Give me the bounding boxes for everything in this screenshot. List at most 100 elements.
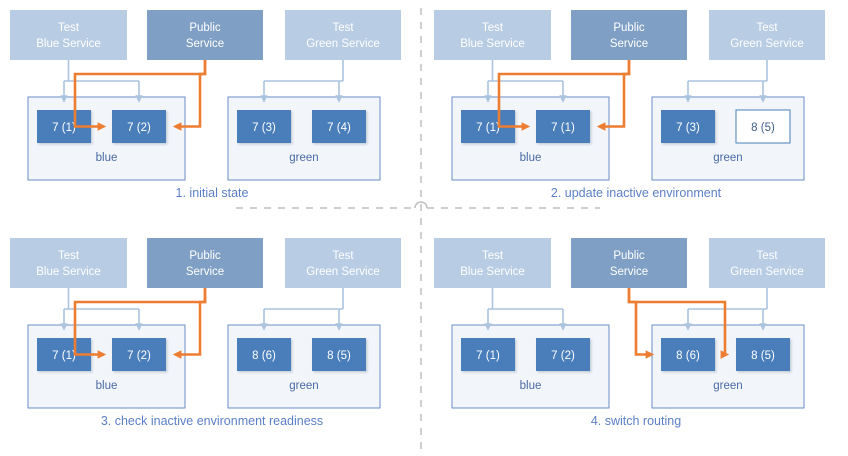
environment-label: blue bbox=[520, 152, 542, 164]
instance-box[interactable]: 7 (1) bbox=[461, 338, 515, 371]
instance-rect[interactable] bbox=[661, 110, 715, 143]
instance-rect[interactable] bbox=[735, 109, 791, 144]
panel-caption: 1. initial state bbox=[176, 186, 249, 200]
service-label-line: Public bbox=[613, 22, 645, 34]
service-label-line: Test bbox=[482, 250, 504, 262]
instance-label: 7 (4) bbox=[327, 122, 351, 134]
service-label-line: Public bbox=[189, 22, 221, 34]
instance-label: 7 (1) bbox=[476, 122, 500, 134]
service-box[interactable] bbox=[434, 10, 551, 60]
instance-box[interactable]: 8 (6) bbox=[237, 338, 291, 371]
public-routing-blue bbox=[73, 288, 207, 359]
instance-label: 7 (1) bbox=[52, 350, 76, 362]
test-connector-1 bbox=[684, 60, 768, 103]
environment-label: blue bbox=[520, 380, 542, 392]
environment-label: blue bbox=[96, 152, 118, 164]
environment-label: green bbox=[713, 380, 742, 392]
instance-box[interactable]: 8 (5) bbox=[735, 109, 791, 144]
instance-rect[interactable] bbox=[536, 338, 590, 371]
service-label-line: Test bbox=[756, 250, 778, 262]
service-box[interactable] bbox=[571, 238, 687, 288]
service-label-line: Service bbox=[186, 266, 224, 278]
instance-label: 8 (6) bbox=[676, 350, 700, 362]
service-label-line: Green Service bbox=[306, 38, 380, 50]
instance-rect[interactable] bbox=[661, 338, 715, 371]
service-label-line: Green Service bbox=[730, 38, 804, 50]
service-box[interactable] bbox=[571, 10, 687, 60]
instance-rect[interactable] bbox=[237, 338, 291, 371]
instance-label: 8 (6) bbox=[252, 350, 276, 362]
instance-label: 7 (1) bbox=[476, 350, 500, 362]
service-box[interactable] bbox=[285, 10, 401, 60]
service-label-line: Service bbox=[186, 38, 224, 50]
service-label-line: Test bbox=[58, 22, 80, 34]
service-label-line: Public bbox=[189, 250, 221, 262]
service-label-line: Test bbox=[482, 22, 504, 34]
instance-label: 8 (5) bbox=[751, 122, 775, 134]
instance-box[interactable]: 7 (4) bbox=[312, 110, 366, 143]
instance-box[interactable]: 7 (1) bbox=[536, 110, 590, 143]
service-label-line: Service bbox=[610, 38, 648, 50]
service-box[interactable] bbox=[147, 10, 263, 60]
environment-blue: blue 7 (1) 7 (2) bbox=[27, 324, 186, 409]
instance-rect[interactable] bbox=[536, 110, 590, 143]
service-box[interactable] bbox=[709, 10, 825, 60]
service-box[interactable] bbox=[285, 238, 401, 288]
test-connector-0 bbox=[484, 60, 567, 103]
instance-label: 7 (2) bbox=[551, 350, 575, 362]
instance-rect[interactable] bbox=[312, 338, 366, 371]
instance-label: 7 (2) bbox=[127, 350, 151, 362]
instance-rect[interactable] bbox=[112, 110, 166, 143]
service-label-line: Test bbox=[332, 250, 354, 262]
instance-box[interactable]: 7 (3) bbox=[661, 110, 715, 143]
service-label-line: Service bbox=[610, 266, 648, 278]
service-box[interactable] bbox=[434, 238, 551, 288]
instance-rect[interactable] bbox=[736, 338, 790, 371]
service-box[interactable] bbox=[709, 238, 825, 288]
instance-box[interactable]: 7 (3) bbox=[237, 110, 291, 143]
instance-box[interactable]: 7 (2) bbox=[112, 338, 166, 371]
routing-path-instance-2 bbox=[172, 288, 207, 359]
panel-caption: 2. update inactive environment bbox=[551, 186, 722, 200]
divider-hop-arc-icon bbox=[414, 201, 428, 209]
public-routing-blue bbox=[73, 60, 207, 131]
instance-rect[interactable] bbox=[237, 110, 291, 143]
environment-label: blue bbox=[96, 380, 118, 392]
instance-box[interactable]: 8 (5) bbox=[312, 338, 366, 371]
environment-green: green 8 (6) 8 (5) bbox=[651, 324, 805, 409]
service-box[interactable] bbox=[147, 238, 263, 288]
instance-box[interactable]: 7 (2) bbox=[536, 338, 590, 371]
service-label-line: Blue Service bbox=[36, 266, 101, 278]
instance-box[interactable]: 8 (5) bbox=[736, 338, 790, 371]
instance-box[interactable]: 7 (2) bbox=[112, 110, 166, 143]
service-label-line: Blue Service bbox=[460, 266, 525, 278]
instance-rect[interactable] bbox=[312, 110, 366, 143]
service-label-line: Test bbox=[332, 22, 354, 34]
instance-rect[interactable] bbox=[112, 338, 166, 371]
service-label-line: Green Service bbox=[730, 266, 804, 278]
service-box[interactable] bbox=[10, 10, 127, 60]
service-box[interactable] bbox=[10, 238, 127, 288]
instance-label: 7 (3) bbox=[252, 122, 276, 134]
test-connector-1 bbox=[260, 288, 344, 331]
environment-label: green bbox=[289, 152, 318, 164]
instance-rect[interactable] bbox=[461, 338, 515, 371]
routing-path-instance-2 bbox=[172, 60, 207, 131]
instance-box[interactable]: 8 (6) bbox=[661, 338, 715, 371]
